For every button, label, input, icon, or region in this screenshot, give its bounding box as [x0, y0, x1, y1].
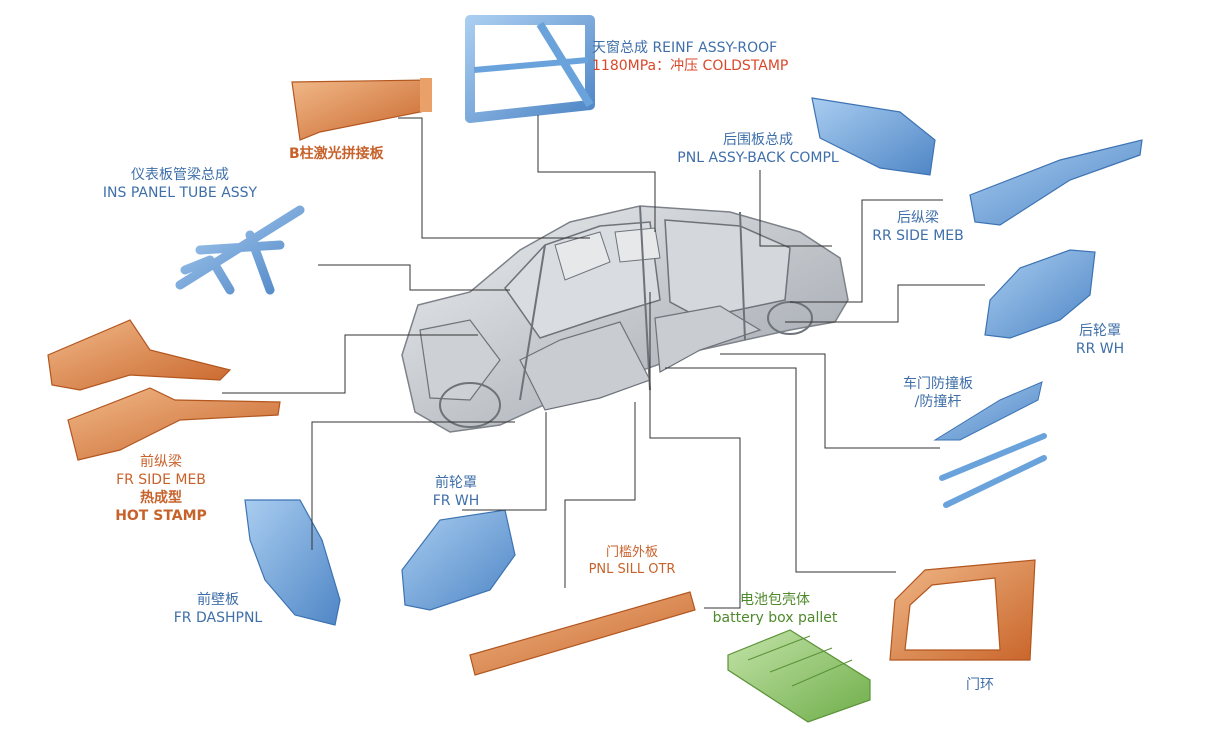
fr-side-label-hot-stamp-cn: 热成型 [140, 490, 182, 506]
fr-side-label-cn: 前纵梁 [140, 454, 182, 470]
b-pillar-laser-welded-part [291, 78, 432, 141]
rr-wh-label: 后轮罩 RR WH [1068, 322, 1132, 358]
battery-label: 电池包壳体 battery box pallet [700, 591, 850, 627]
roof-reinforcement-part [465, 15, 595, 123]
fr-wh-label-cn: 前轮罩 [435, 475, 477, 491]
battery-label-cn: 电池包壳体 [740, 592, 810, 608]
leader-line-fr-side [222, 334, 478, 394]
sill-outer-panel-part [469, 591, 696, 676]
b-pillar-label-name: B柱激光拼接板 [289, 146, 384, 162]
back-panel-label-cn: 后围板总成 [723, 132, 793, 148]
rr-side-label-en: RR SIDE MEB [872, 228, 964, 244]
leader-line-rr-side [790, 199, 943, 303]
back-panel-part [811, 97, 936, 176]
fr-wh-label: 前轮罩 FR WH [420, 474, 492, 510]
dash-label-cn: 前壁板 [197, 592, 239, 608]
door-beam-label-cn2: /防撞杆 [914, 394, 962, 410]
leader-line-fr-wh [462, 412, 547, 511]
ins-panel-label: 仪表板管梁总成 INS PANEL TUBE ASSY [80, 166, 280, 202]
leader-line-b-pillar [398, 117, 590, 239]
fr-side-member-part [47, 319, 281, 461]
roof-label-spec: 1180MPa：冲压 COLDSTAMP [592, 58, 789, 74]
door-ring-label: 门环 [952, 676, 1008, 694]
rr-wheelhouse-part [984, 249, 1096, 339]
door-impact-beam-part [933, 381, 1047, 508]
leader-line-rr-wh [785, 284, 985, 323]
ins-panel-tube-part [175, 205, 305, 295]
ins-panel-label-cn: 仪表板管梁总成 [131, 167, 229, 183]
fr-side-label-en: FR SIDE MEB [116, 472, 206, 488]
sill-label-cn: 门槛外板 [605, 545, 658, 560]
leader-line-roof [537, 115, 656, 232]
leader-line-battery [649, 292, 741, 609]
leader-line-sill [564, 402, 636, 588]
dash-label: 前壁板 FR DASHPNL [162, 591, 274, 627]
roof-label: 天窗总成 REINF ASSY-ROOF 1180MPa：冲压 COLDSTAM… [592, 39, 788, 75]
dash-panel-part [244, 499, 341, 626]
leader-line-door-beam [720, 353, 940, 449]
rr-wh-label-en: RR WH [1075, 341, 1125, 357]
fr-wheelhouse-part [401, 509, 516, 611]
leader-line-back-panel [759, 170, 832, 247]
b-pillar-label: B柱激光拼接板 [289, 145, 384, 163]
roof-label-name: 天窗总成 REINF ASSY-ROOF [592, 40, 778, 56]
battery-box-pallet-part [727, 629, 871, 723]
dash-label-en: FR DASHPNL [173, 610, 263, 626]
door-ring-label-cn: 门环 [966, 677, 994, 693]
car-body-in-white [401, 205, 849, 433]
sill-label-en: PNL SILL OTR [588, 562, 676, 577]
sill-label: 门槛外板 PNL SILL OTR [566, 544, 698, 578]
rr-side-label-cn: 后纵梁 [897, 210, 939, 226]
leader-line-ins-panel [318, 264, 510, 291]
leader-lines [222, 115, 985, 609]
battery-label-en: battery box pallet [712, 610, 838, 626]
leader-line-dash [311, 421, 515, 550]
door-beam-label-cn: 车门防撞板 [903, 376, 973, 392]
fr-side-label: 前纵梁 FR SIDE MEB 热成型 HOT STAMP [96, 453, 226, 525]
back-panel-label: 后围板总成 PNL ASSY-BACK COMPL [668, 131, 848, 167]
rr-side-label: 后纵梁 RR SIDE MEB [866, 209, 970, 245]
leader-line-door-ring [665, 367, 896, 573]
door-ring-part [889, 559, 1036, 661]
door-beam-label: 车门防撞板 /防撞杆 [888, 375, 988, 411]
ins-panel-label-en: INS PANEL TUBE ASSY [102, 185, 258, 201]
fr-wh-label-en: FR WH [432, 493, 480, 509]
rr-side-member-part [969, 139, 1143, 226]
fr-side-label-hot-stamp-en: HOT STAMP [115, 508, 207, 524]
rr-wh-label-cn: 后轮罩 [1079, 323, 1121, 339]
back-panel-label-en: PNL ASSY-BACK COMPL [677, 150, 839, 166]
